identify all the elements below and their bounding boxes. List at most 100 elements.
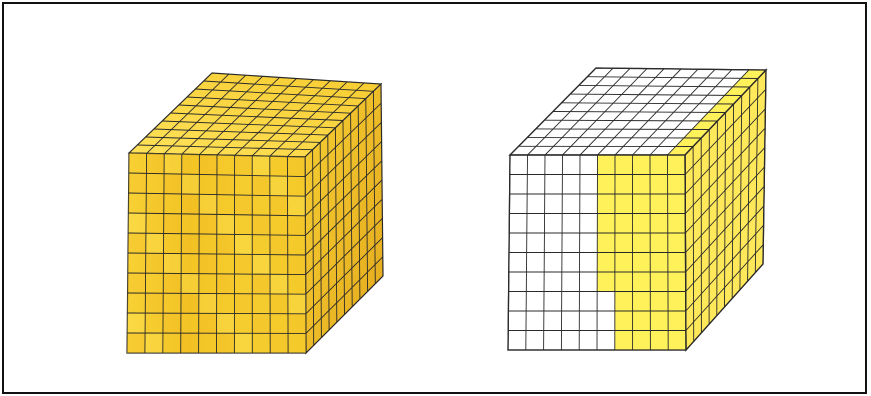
front-cell	[181, 193, 200, 215]
front-cell	[181, 154, 200, 175]
grid-line	[614, 68, 699, 156]
front-cell	[164, 153, 182, 175]
front-cell	[128, 193, 147, 214]
front-cell	[199, 194, 217, 215]
front-cell	[127, 273, 146, 294]
grid-line	[251, 80, 331, 157]
front-cell	[252, 234, 270, 255]
front-cell	[181, 233, 200, 254]
yellow-cell	[667, 174, 686, 194]
front-cell	[199, 154, 217, 175]
side-grid	[684, 78, 767, 342]
front-cell	[234, 313, 253, 334]
yellow-cell	[597, 174, 615, 194]
yellow-cell	[632, 272, 651, 292]
yellow-cell	[632, 174, 651, 194]
front-cell	[198, 333, 217, 353]
front-cell	[252, 195, 270, 216]
solid-cube	[126, 72, 384, 355]
front-cell	[234, 234, 253, 255]
front-cell	[145, 313, 164, 334]
side-grid	[304, 91, 384, 346]
front-cell	[288, 333, 306, 353]
front-cell	[163, 273, 182, 294]
front-cell	[252, 293, 271, 314]
front-cell	[216, 313, 235, 334]
yellow-cell	[614, 252, 633, 272]
yellow-cell	[667, 291, 686, 311]
front-cell	[199, 233, 217, 254]
grid-line	[552, 111, 726, 113]
yellow-cell	[650, 272, 668, 292]
yellow-cell	[650, 213, 668, 233]
front-cell	[128, 213, 147, 234]
grid-line	[127, 272, 306, 276]
grid-line	[685, 186, 765, 273]
yellow-cell	[632, 194, 651, 214]
front-cell	[287, 254, 306, 275]
front-grid	[127, 153, 306, 354]
front-cell	[269, 234, 288, 255]
yellow-cell	[667, 252, 686, 272]
yellow-cell	[667, 213, 686, 233]
grid-line	[685, 205, 765, 292]
front-cell	[216, 194, 235, 215]
grid-line	[365, 98, 369, 292]
grid-line	[649, 69, 733, 156]
front-cell	[180, 333, 199, 353]
front-cell	[234, 175, 253, 196]
grid-line	[305, 179, 383, 256]
front-cell	[270, 293, 288, 314]
yellow-cell	[597, 272, 615, 292]
front-cell	[198, 293, 217, 314]
front-cell	[234, 155, 253, 176]
grid-line	[731, 103, 735, 299]
yellow-cell	[650, 174, 668, 194]
front-cell	[146, 173, 165, 194]
yellow-cell	[632, 311, 651, 331]
front-yellow-cells	[597, 155, 686, 350]
yellow-cell	[632, 252, 651, 272]
yellow-cell	[614, 233, 633, 253]
front-cell	[145, 273, 164, 294]
grid-line	[747, 86, 751, 282]
yellow-cell	[650, 155, 668, 175]
front-cell	[287, 294, 306, 314]
yellow-cell	[597, 213, 615, 233]
front-cell	[127, 333, 146, 353]
grid-line	[685, 166, 765, 253]
front-cell	[198, 273, 217, 294]
front-cell	[270, 313, 289, 334]
yellow-cell	[614, 291, 633, 311]
front-cell	[145, 293, 164, 314]
grid-line	[685, 244, 764, 331]
yellow-cell	[668, 311, 686, 331]
front-cell	[198, 253, 217, 274]
grid-line	[305, 237, 383, 315]
front-cell	[252, 175, 270, 196]
yellow-cell	[597, 233, 615, 253]
front-cell	[287, 176, 306, 197]
yellow-cell	[632, 291, 651, 311]
yellow-cell	[597, 252, 615, 272]
front-cell	[234, 194, 253, 215]
grid-line	[685, 224, 764, 312]
grid-line	[667, 69, 750, 156]
yellow-cell	[650, 330, 669, 350]
grid-line	[127, 252, 306, 256]
yellow-cell	[650, 194, 668, 214]
grid-line	[350, 113, 353, 307]
front-cell	[269, 175, 288, 196]
top-grid	[137, 73, 374, 157]
grid-line	[587, 76, 758, 79]
yellow-cell	[597, 155, 615, 175]
front-cell	[145, 213, 164, 234]
front-cell	[216, 234, 235, 255]
grid-line	[127, 292, 306, 295]
grid-line	[305, 218, 383, 295]
grid-line	[195, 88, 366, 100]
front-cell	[145, 253, 164, 274]
front-cell	[128, 153, 147, 174]
yellow-cell	[667, 194, 686, 214]
grid-line	[170, 112, 344, 121]
